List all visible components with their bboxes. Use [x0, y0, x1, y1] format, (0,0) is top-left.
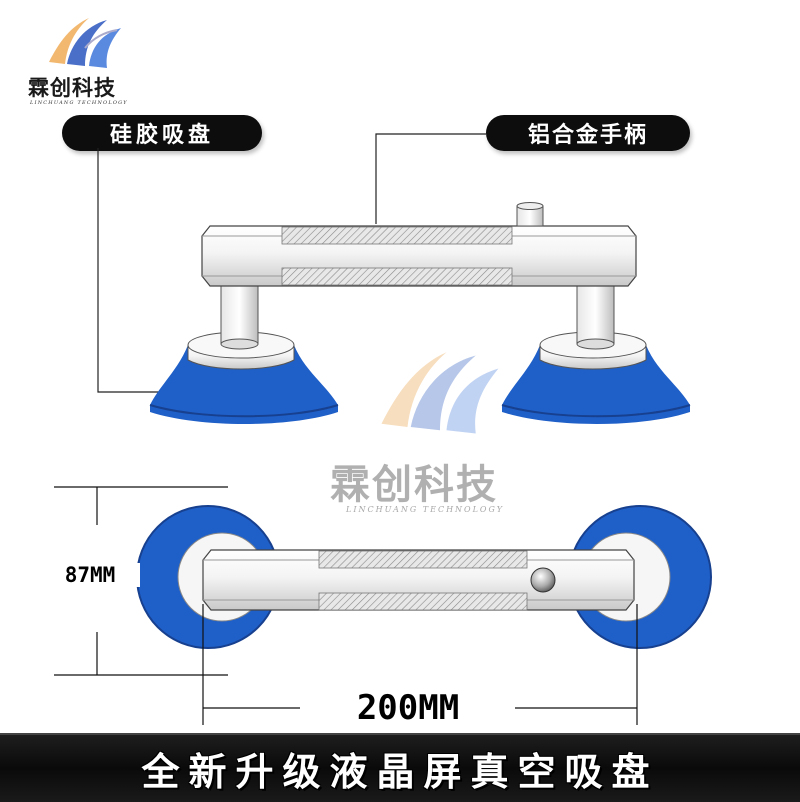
- width-dimension-lines: [202, 604, 638, 725]
- brand-name: 霖创科技: [28, 76, 116, 100]
- bottom-banner: 全新升级液晶屏真空吸盘: [0, 733, 800, 802]
- left-post: [220, 281, 259, 345]
- height-dimension-lines: [54, 486, 228, 676]
- width-dimension-label: 200MM: [304, 688, 512, 728]
- brand-logo-icon: [49, 18, 121, 68]
- handle-bar-top: [202, 549, 635, 611]
- release-knob-icon: [530, 567, 556, 593]
- handle-label: 铝合金手柄: [486, 115, 690, 151]
- watermark-brand-name: 霖创科技: [330, 462, 498, 508]
- banner-title: 全新升级液晶屏真空吸盘: [141, 750, 659, 794]
- right-post: [576, 281, 615, 345]
- right-suction-cup-side: [501, 331, 691, 424]
- handle-bar-side: [201, 202, 637, 287]
- watermark-brand-subtitle: LINCHUANG TECHNOLOGY: [346, 505, 505, 514]
- handle-label-text: 铝合金手柄: [527, 122, 648, 148]
- product-illustration: [54, 133, 712, 725]
- suction-cup-label: 硅胶吸盘: [62, 115, 262, 151]
- left-suction-cup-side: [149, 331, 339, 424]
- handle-leader-line: [375, 133, 486, 224]
- brand-subtitle: LINCHUANG TECHNOLOGY: [30, 100, 128, 106]
- height-dimension-label: 87MM: [40, 563, 140, 587]
- watermark-logo-icon: [381, 352, 499, 434]
- suction-cup-label-text: 硅胶吸盘: [109, 122, 214, 148]
